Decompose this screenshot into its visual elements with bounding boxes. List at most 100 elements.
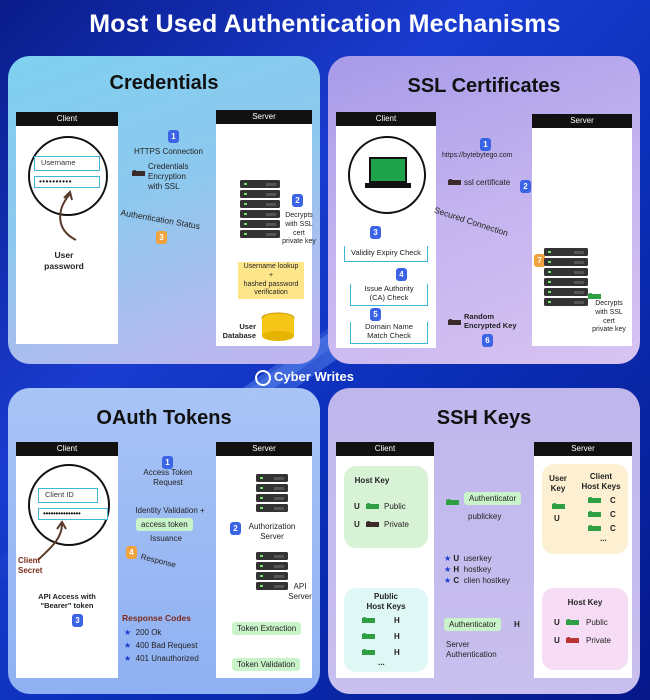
cred-decrypt-text: Decrypts with SSL cert private key <box>282 212 316 246</box>
public-host-keys-title: Public Host Keys <box>366 592 406 611</box>
issuance-text: Issuance <box>149 534 183 543</box>
key-icon <box>588 525 601 531</box>
key-icon <box>448 179 461 185</box>
secured-connection-text: Secured Connection <box>432 204 510 239</box>
token-validation-chip: Token Validation <box>232 658 301 671</box>
u-letter: U <box>354 520 360 529</box>
ssh-server-header: Server <box>534 442 632 456</box>
cred-step-3: 3 <box>156 231 167 244</box>
brand-icon <box>255 369 271 386</box>
ssl-decrypt-text: Decrypts with SSL cert private key <box>592 300 626 334</box>
curved-arrow-icon <box>37 520 67 561</box>
server-public-label: Public <box>586 618 608 627</box>
key-icon <box>588 293 601 299</box>
oauth-step-1: 1 <box>162 456 173 469</box>
response-codes-title: Response Codes <box>122 613 191 623</box>
c-letter: C <box>610 496 616 505</box>
client-id-field[interactable]: Client ID <box>38 488 98 503</box>
response-codes-list: ★ 200 Ok ★ 400 Bad Request ★ 401 Unautho… <box>124 628 224 664</box>
client-host-key-card: Host Key U Public U Private <box>344 466 428 548</box>
server-keys-card: User Key U Client Host Keys C C C ... <box>542 464 628 554</box>
oauth-title: OAuth Tokens <box>96 407 232 429</box>
server-rack-icon <box>240 180 280 240</box>
key-icon <box>362 617 375 623</box>
server-host-key-title: Host Key <box>567 598 603 607</box>
brand-logo: Cyber Writes <box>255 369 354 386</box>
key-icon <box>448 319 461 325</box>
host-key-title: Host Key <box>354 476 390 485</box>
curved-arrow-icon <box>59 190 77 241</box>
legend-item: ★ U userkey <box>444 554 492 563</box>
user-password-label: User password <box>44 250 84 271</box>
server-private-label: Private <box>586 636 611 645</box>
api-server-text: API Server <box>288 582 312 601</box>
credentials-encryption-text: Credentials Encryption with SSL <box>148 162 189 191</box>
c-letter: C <box>610 510 616 519</box>
identity-validation-text: Identity Validation + <box>135 506 205 515</box>
private-label: Private <box>384 520 409 529</box>
oauth-panel: OAuth Tokens Client Client ID ••••••••••… <box>8 388 320 694</box>
ssh-client-column: Client Host Key U Public U Private Publi… <box>336 442 434 678</box>
server-authentication-text: Server Authentication <box>446 640 497 659</box>
username-field[interactable]: Username <box>34 156 100 171</box>
public-host-keys-card: Public Host Keys H H H ... <box>344 588 428 672</box>
cred-step-1: 1 <box>168 130 179 143</box>
server-host-key-card: Host Key U Public U Private <box>542 588 628 670</box>
key-icon <box>588 511 601 517</box>
ssl-step-7: 7 <box>534 254 545 267</box>
user-database-label: User Database <box>222 322 256 341</box>
validity-check: Validity Expiry Check <box>344 246 428 262</box>
key-icon <box>132 170 145 176</box>
authenticator-chip-2: Authenticator <box>444 618 502 631</box>
authorization-server-text: Authorization Server <box>248 522 296 541</box>
response-text: Response <box>139 552 177 570</box>
key-icon <box>552 503 565 509</box>
ssl-client-header: Client <box>336 112 436 126</box>
credentials-title: Credentials <box>109 72 219 94</box>
database-icon <box>261 312 295 341</box>
public-key-icon <box>366 503 379 509</box>
server-rack-icon <box>544 248 588 308</box>
authorization-server-icon <box>256 474 288 514</box>
ssl-step-1: 1 <box>480 138 491 151</box>
cred-server-header: Server <box>216 110 312 124</box>
key-icon <box>362 633 375 639</box>
ellipsis: ... <box>378 658 385 667</box>
ssl-step-5: 5 <box>370 308 381 321</box>
credentials-panel: Credentials Client Username •••••••••• U… <box>8 56 320 364</box>
ssh-client-header: Client <box>336 442 434 456</box>
password-field[interactable]: •••••••••• <box>34 176 100 188</box>
key-icon <box>362 649 375 655</box>
client-host-keys-title: Client Host Keys <box>581 472 621 491</box>
key-icon <box>588 497 601 503</box>
cred-client-header: Client <box>16 112 118 126</box>
h-letter: H <box>394 616 400 625</box>
laptop-circle <box>348 136 426 214</box>
h-letter: H <box>394 632 400 641</box>
response-code-item: ★ 200 Ok <box>124 628 162 637</box>
brand-name: Cyber Writes <box>274 369 354 384</box>
key-icon <box>446 499 459 505</box>
ssl-step-6: 6 <box>482 334 493 347</box>
legend-item: ★ H hostkey <box>444 565 492 574</box>
authentication-status-text: Authentication Status <box>119 207 201 232</box>
api-server-icon <box>256 552 288 592</box>
access-token-chip: access token <box>136 518 193 531</box>
oauth-client-column: Client Client ID ••••••••••••••• Client … <box>16 442 118 678</box>
u-letter: U <box>554 514 560 523</box>
oauth-step-2: 2 <box>230 522 241 535</box>
ssl-server-header: Server <box>532 114 632 128</box>
client-secret-field[interactable]: ••••••••••••••• <box>38 508 108 520</box>
public-key-icon <box>566 619 579 625</box>
bearer-token-text: API Access with "Bearer" token <box>38 592 96 611</box>
ssh-title: SSH Keys <box>436 407 532 429</box>
cred-step-2: 2 <box>292 194 303 207</box>
u-letter: U <box>354 502 360 511</box>
private-key-icon <box>566 637 579 643</box>
private-key-icon <box>366 521 379 527</box>
username-lookup-box: Username lookup + hashed password verifi… <box>238 262 304 299</box>
u-letter: U <box>554 618 560 627</box>
h-letter: H <box>514 620 520 629</box>
user-key-title: User Key <box>549 474 567 493</box>
oauth-login-circle <box>28 464 110 546</box>
